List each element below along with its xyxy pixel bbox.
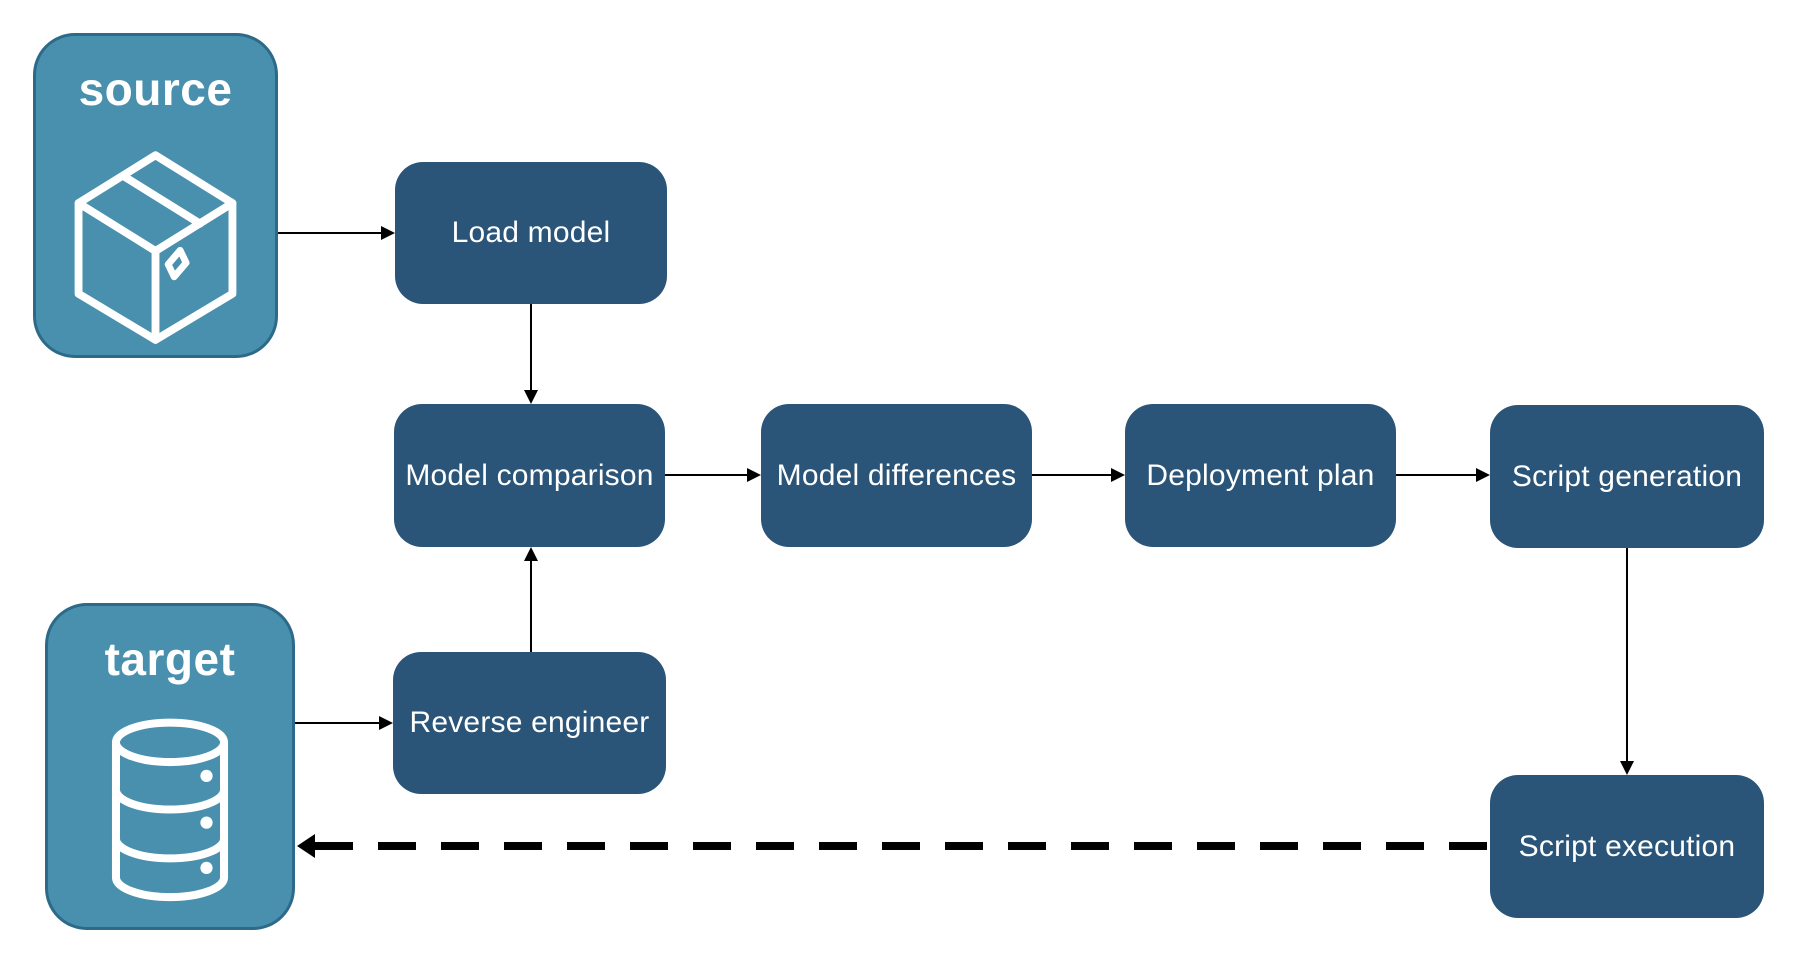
edge-deployment-plan-to-script-generation-arrowhead [1476,468,1490,482]
node-script-execution: Script execution [1490,775,1764,918]
node-model-comparison: Model comparison [394,404,665,547]
edge-model-comparison-to-model-differences-arrowhead [747,468,761,482]
edge-target-to-reverse-engineer [295,722,379,724]
node-model-comparison-label: Model comparison [405,458,654,492]
edge-script-execution-to-target-arrowhead [297,834,315,858]
edge-reverse-engineer-to-model-comparison-arrowhead [524,547,538,561]
node-script-generation: Script generation [1490,405,1764,548]
node-deployment-plan: Deployment plan [1125,404,1396,547]
node-reverse-engineer-label: Reverse engineer [409,706,650,740]
node-reverse-engineer: Reverse engineer [393,652,666,794]
node-load-model: Load model [395,162,667,304]
edge-model-differences-to-deployment-plan-arrowhead [1111,468,1125,482]
node-load-model-label: Load model [451,216,611,250]
package-icon [74,151,237,344]
node-deployment-plan-label: Deployment plan [1146,458,1375,492]
node-model-differences: Model differences [761,404,1032,547]
source-endpoint: source [33,33,278,358]
edge-reverse-engineer-to-model-comparison [530,561,532,652]
edge-model-differences-to-deployment-plan [1032,474,1111,476]
edge-load-model-to-model-comparison [530,304,532,390]
edge-deployment-plan-to-script-generation [1396,474,1476,476]
node-model-differences-label: Model differences [776,458,1017,492]
edge-script-generation-to-script-execution [1626,548,1628,761]
edge-source-to-load-model [278,232,381,234]
edge-script-execution-to-target [315,842,1490,850]
target-endpoint: target [45,603,295,930]
edge-model-comparison-to-model-differences [665,474,747,476]
edge-script-generation-to-script-execution-arrowhead [1620,761,1634,775]
source-label: source [78,63,233,115]
database-icon [111,718,229,902]
edge-source-to-load-model-arrowhead [381,226,395,240]
node-script-execution-label: Script execution [1518,829,1736,863]
edge-target-to-reverse-engineer-arrowhead [379,716,393,730]
edge-load-model-to-model-comparison-arrowhead [524,390,538,404]
target-label: target [104,633,236,685]
node-script-generation-label: Script generation [1511,459,1743,493]
